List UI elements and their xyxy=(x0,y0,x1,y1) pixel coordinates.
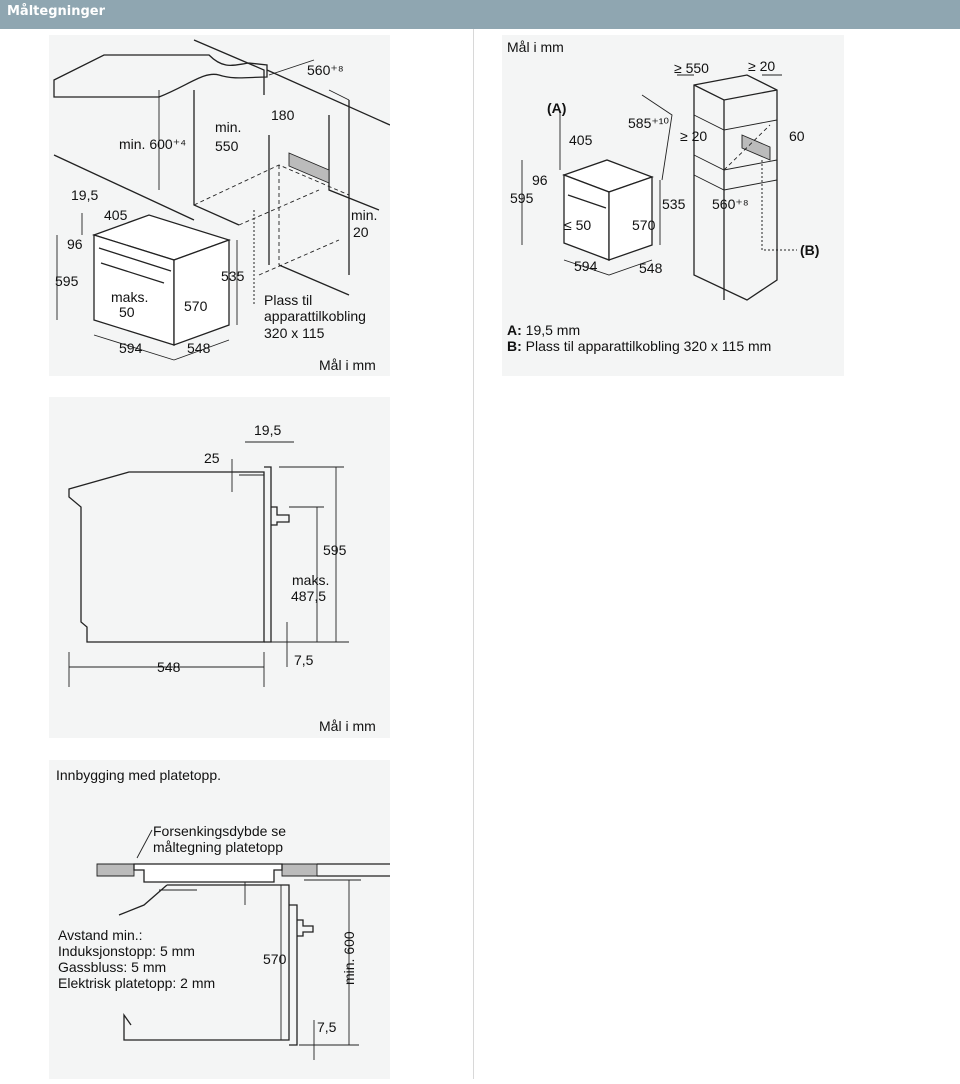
dim-min-20-label: min. xyxy=(351,207,377,223)
dim-min-550-label: min. xyxy=(215,119,241,135)
side-view-svg: 19,5 25 595 maks. 487,5 548 7,5 Mål i mm xyxy=(68,422,376,734)
dim-96: 96 xyxy=(532,172,548,188)
dim-594: 594 xyxy=(574,258,598,274)
plass-line-2: apparattilkobling xyxy=(264,308,366,324)
dim-60: 60 xyxy=(789,128,805,144)
cooktop-title: Innbygging med platetopp. xyxy=(56,767,221,783)
section-header: Måltegninger xyxy=(0,0,960,29)
dim-25: 25 xyxy=(204,450,220,466)
dim-585: 585⁺¹⁰ xyxy=(628,115,669,131)
avstand-electric: Elektrisk platetopp: 2 mm xyxy=(58,975,215,991)
dim-20: 20 xyxy=(353,224,369,240)
plass-line-3: 320 x 115 xyxy=(264,325,325,341)
legend-A-text: 19,5 mm xyxy=(522,322,580,338)
dim-570: 570 xyxy=(263,951,287,967)
units-label: Mål i mm xyxy=(319,718,376,734)
dim-min-600: min. 600 xyxy=(341,931,357,985)
units-label: Mål i mm xyxy=(507,39,564,55)
dim-595: 595 xyxy=(55,273,79,289)
cooktop-diagram-svg: Innbygging med platetopp. Forsenkingsdyb… xyxy=(56,767,390,1060)
dim-560: 560⁺⁸ xyxy=(307,62,344,78)
dim-96: 96 xyxy=(67,236,83,252)
dim-548: 548 xyxy=(639,260,663,276)
avstand-induction: Induksjonstopp: 5 mm xyxy=(58,943,195,959)
dim-le-50: ≤ 50 xyxy=(564,217,591,233)
dim-405: 405 xyxy=(104,207,128,223)
installation-drawing-base-cabinet: 560⁺⁸ min. 600⁺⁴ min. 550 180 19,5 405 m… xyxy=(49,35,391,376)
dim-7-5: 7,5 xyxy=(317,1019,337,1035)
dim-ge-20-top: ≥ 20 xyxy=(748,58,775,74)
dim-maks-label: maks. xyxy=(292,572,329,588)
dim-594: 594 xyxy=(119,340,143,356)
dim-min-600: min. 600⁺⁴ xyxy=(119,136,186,152)
units-label: Mål i mm xyxy=(319,357,376,373)
dim-535: 535 xyxy=(221,268,245,284)
installation-drawing-tall-cabinet: Mål i mm ≥ 550 ≥ 20 (A) 585⁺¹⁰ 405 ≥ 20 … xyxy=(502,35,844,376)
fors-line-1: Forsenkingsdybde se xyxy=(153,823,286,839)
section-title: Måltegninger xyxy=(7,4,106,19)
dim-560: 560⁺⁸ xyxy=(712,196,749,212)
side-view-drawing: 19,5 25 595 maks. 487,5 548 7,5 Mål i mm xyxy=(49,397,390,738)
dim-548: 548 xyxy=(187,340,211,356)
label-B: (B) xyxy=(800,242,819,258)
dim-595: 595 xyxy=(510,190,534,206)
avstand-gas: Gassbluss: 5 mm xyxy=(58,959,166,975)
fors-line-2: måltegning platetopp xyxy=(153,839,283,855)
dim-ge-20-mid: ≥ 20 xyxy=(680,128,707,144)
dim-7-5: 7,5 xyxy=(294,652,314,668)
dim-550: 550 xyxy=(215,138,239,154)
dim-548: 548 xyxy=(157,659,181,675)
dim-50: 50 xyxy=(119,304,135,320)
legend-B: B: Plass til apparattilkobling 320 x 115… xyxy=(507,338,771,354)
dim-180: 180 xyxy=(271,107,295,123)
dim-487-5: 487,5 xyxy=(291,588,326,604)
label-A: (A) xyxy=(547,100,566,116)
legend-B-key: B: xyxy=(507,338,522,354)
dim-595: 595 xyxy=(323,542,347,558)
plass-line-1: Plass til xyxy=(264,292,312,308)
installation-diagram-2-svg: Mål i mm ≥ 550 ≥ 20 (A) 585⁺¹⁰ 405 ≥ 20 … xyxy=(507,39,819,354)
column-divider xyxy=(473,29,474,1079)
dim-maks-label: maks. xyxy=(111,289,148,305)
avstand-title: Avstand min.: xyxy=(58,927,143,943)
legend-A-key: A: xyxy=(507,322,522,338)
dim-ge-550: ≥ 550 xyxy=(674,60,709,76)
dim-570: 570 xyxy=(184,298,208,314)
dim-535: 535 xyxy=(662,196,686,212)
legend-B-text: Plass til apparattilkobling 320 x 115 mm xyxy=(522,338,772,354)
legend-A: A: 19,5 mm xyxy=(507,322,580,338)
dim-19-5: 19,5 xyxy=(254,422,281,438)
cooktop-installation-drawing: Innbygging med platetopp. Forsenkingsdyb… xyxy=(49,760,390,1079)
dim-570: 570 xyxy=(632,217,656,233)
installation-diagram-1-svg: 560⁺⁸ min. 600⁺⁴ min. 550 180 19,5 405 m… xyxy=(53,39,391,373)
dim-405: 405 xyxy=(569,132,593,148)
dim-19-5: 19,5 xyxy=(71,187,98,203)
